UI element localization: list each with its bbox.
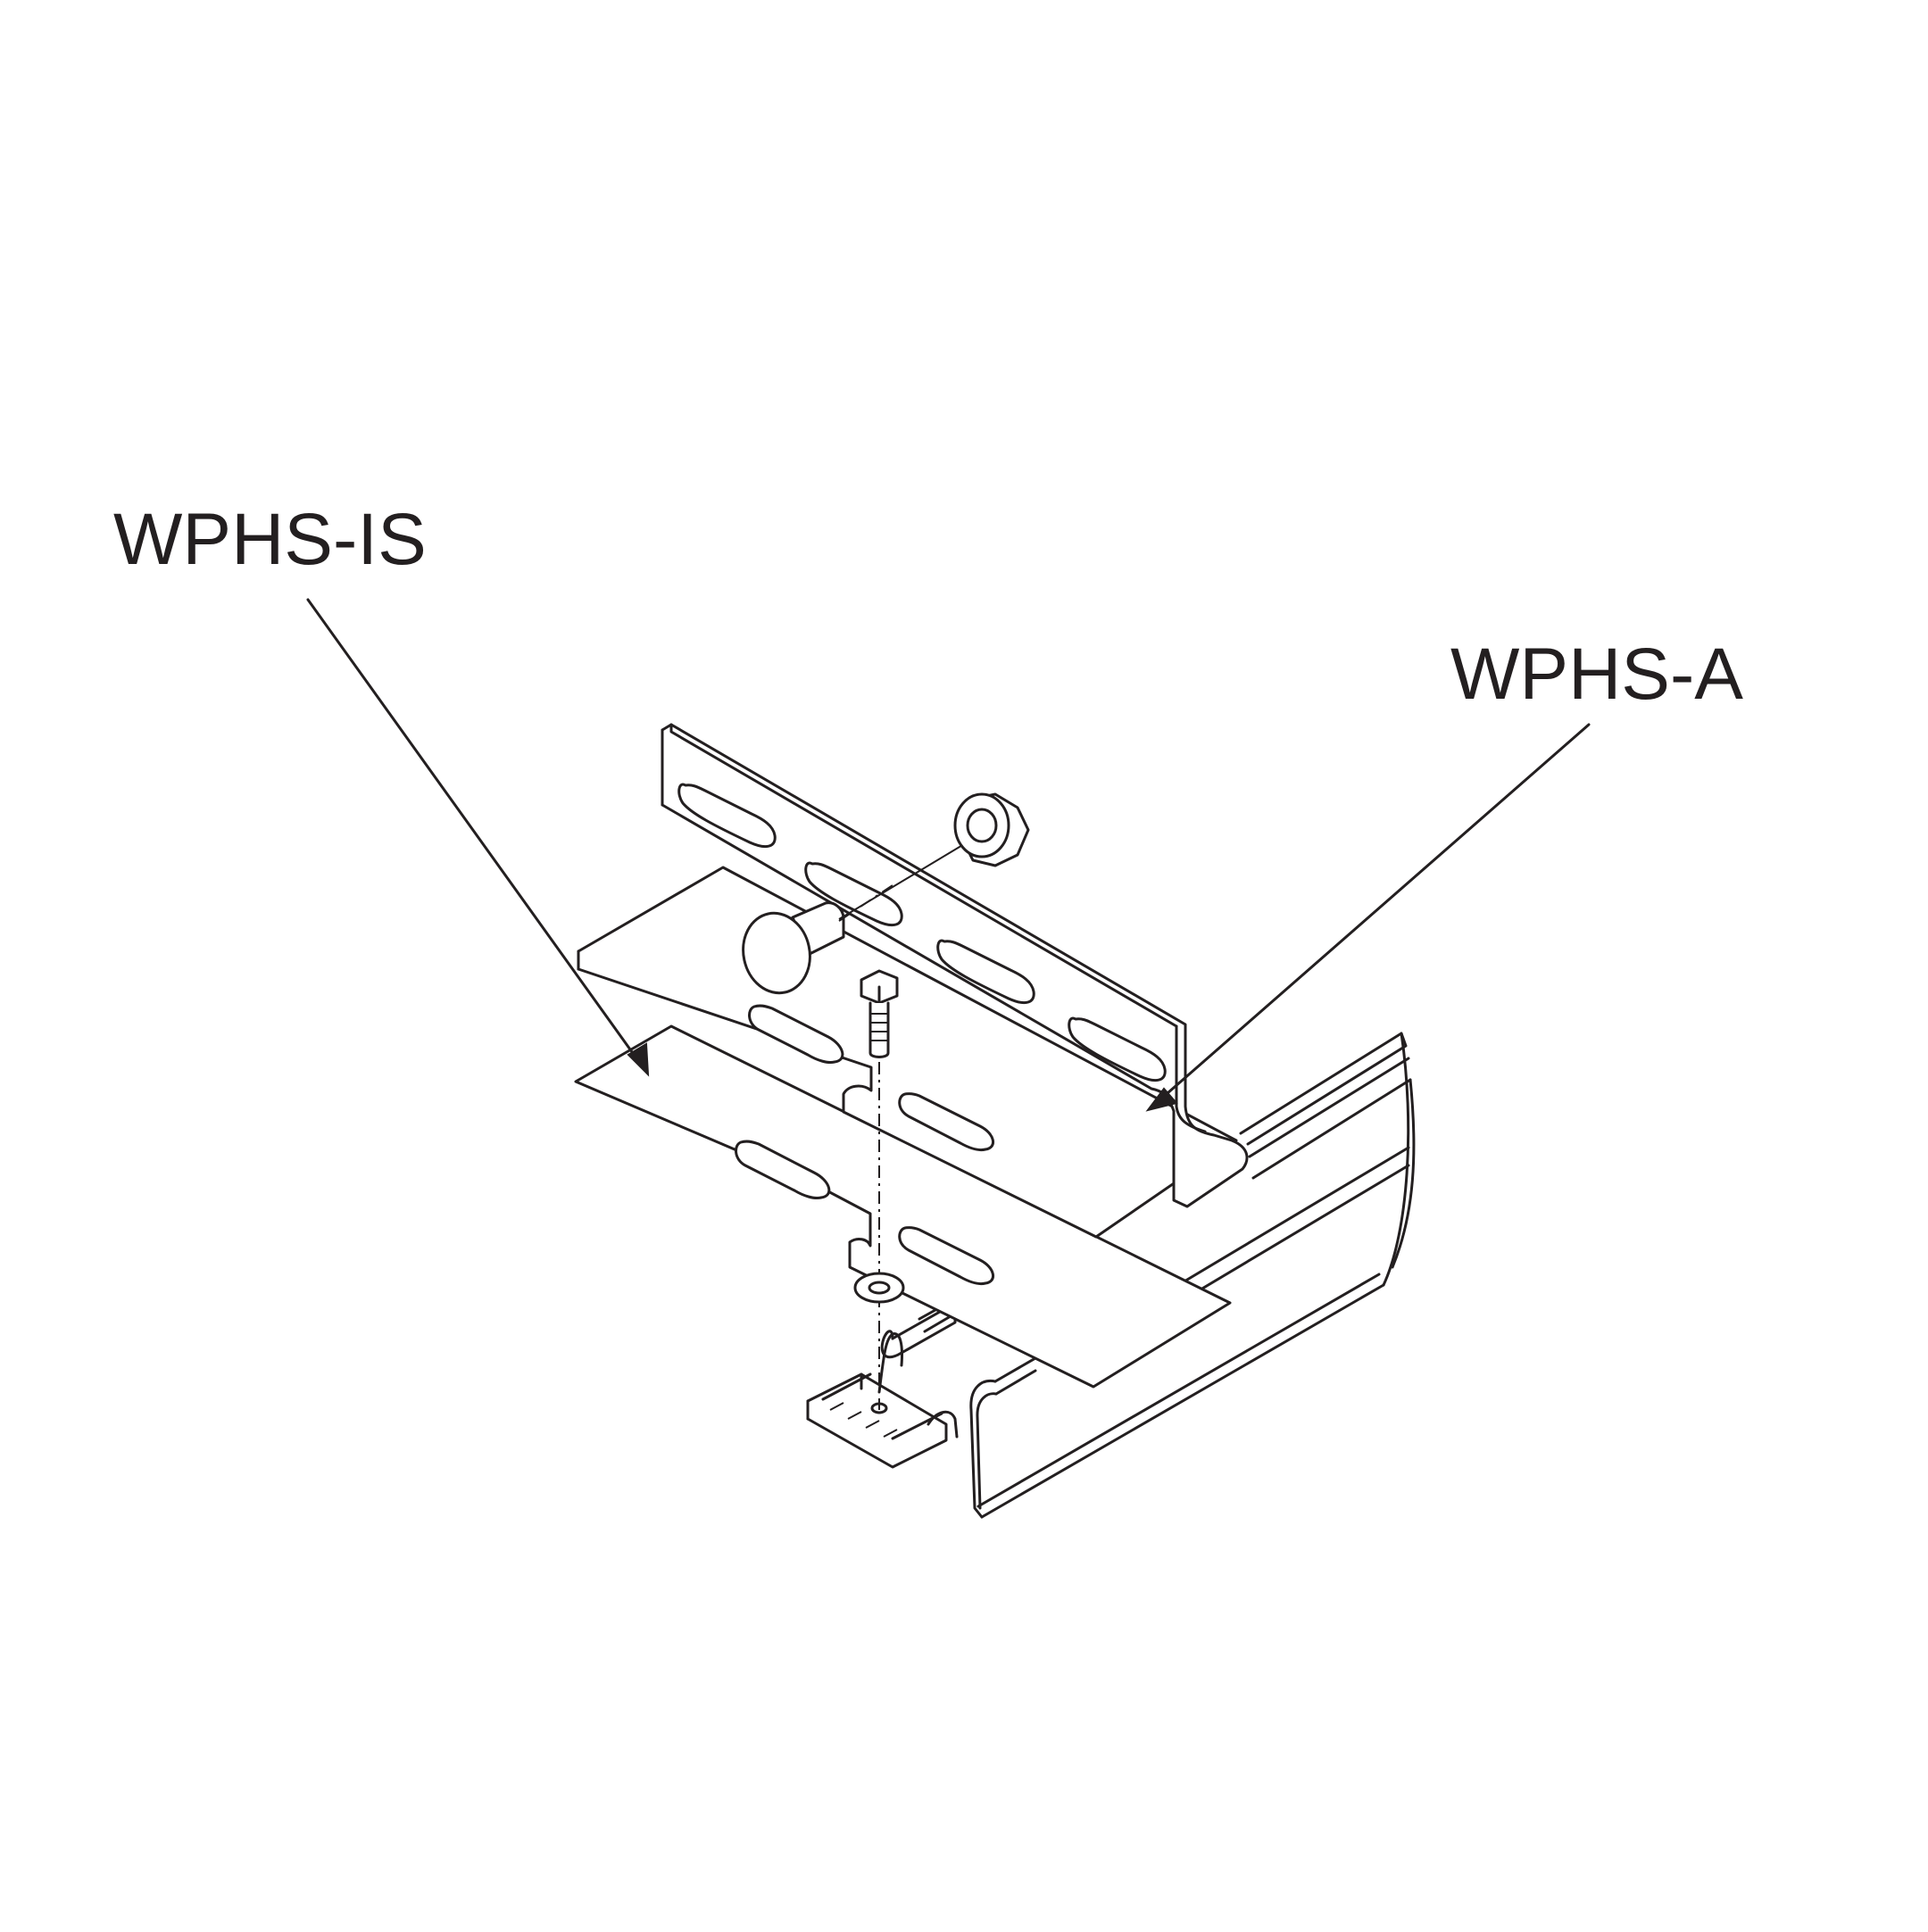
lower-splice-plate (574, 1024, 1232, 1389)
slot-lower-left (735, 1140, 831, 1199)
flange-nut (953, 792, 1030, 867)
hex-bolt (860, 969, 899, 1058)
angle-bracket (661, 723, 1249, 1208)
bolt-axis (838, 838, 974, 920)
flange-slot-1 (677, 783, 777, 849)
label-wphs-a: WPHS-A (1450, 634, 1743, 715)
flange-slot-2 (804, 861, 903, 927)
slot-upper-left (748, 1004, 844, 1064)
flange-slot-4 (1068, 1016, 1167, 1082)
leader-wphs-is (306, 598, 650, 1077)
slot-lower-right (898, 1226, 994, 1285)
leader-wphs-a (1145, 723, 1591, 1112)
slot-upper-right (898, 1092, 994, 1151)
carriage-bolt (742, 901, 845, 995)
label-wphs-is: WPHS-IS (113, 499, 427, 580)
flange-slot-3 (936, 939, 1035, 1005)
washer (853, 1272, 905, 1304)
channel-clip (806, 1332, 959, 1469)
